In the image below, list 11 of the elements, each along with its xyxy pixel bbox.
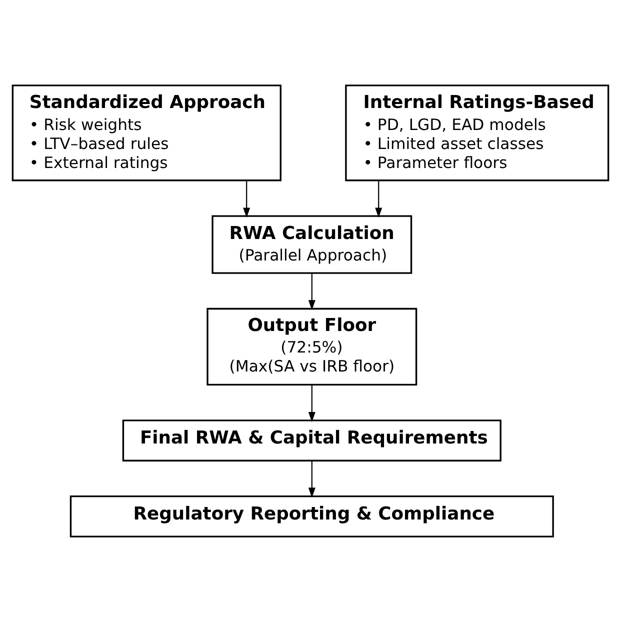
- arrow: [375, 180, 382, 218]
- node-box: Final RWA & Capital Requirements: [122, 420, 502, 462]
- node-box: RWA Calculation (Parallel Approach): [212, 215, 412, 274]
- arrow: [243, 180, 250, 218]
- node-box: Standardized Approach • Risk weights • LTV–based rules • External ratings: [12, 84, 282, 182]
- arrow: [308, 460, 316, 498]
- node-box: Internal Ratings-Based • PD, LGD, EAD models • Limited asset classes • Parameter floors: [345, 84, 610, 182]
- node-box: Regulatory Reporting & Compliance: [70, 496, 554, 538]
- arrow: [308, 274, 316, 310]
- arrow: [308, 384, 316, 422]
- node-box: Output Floor (72:5%) (Max(SA vs IRB floor): [206, 308, 418, 386]
